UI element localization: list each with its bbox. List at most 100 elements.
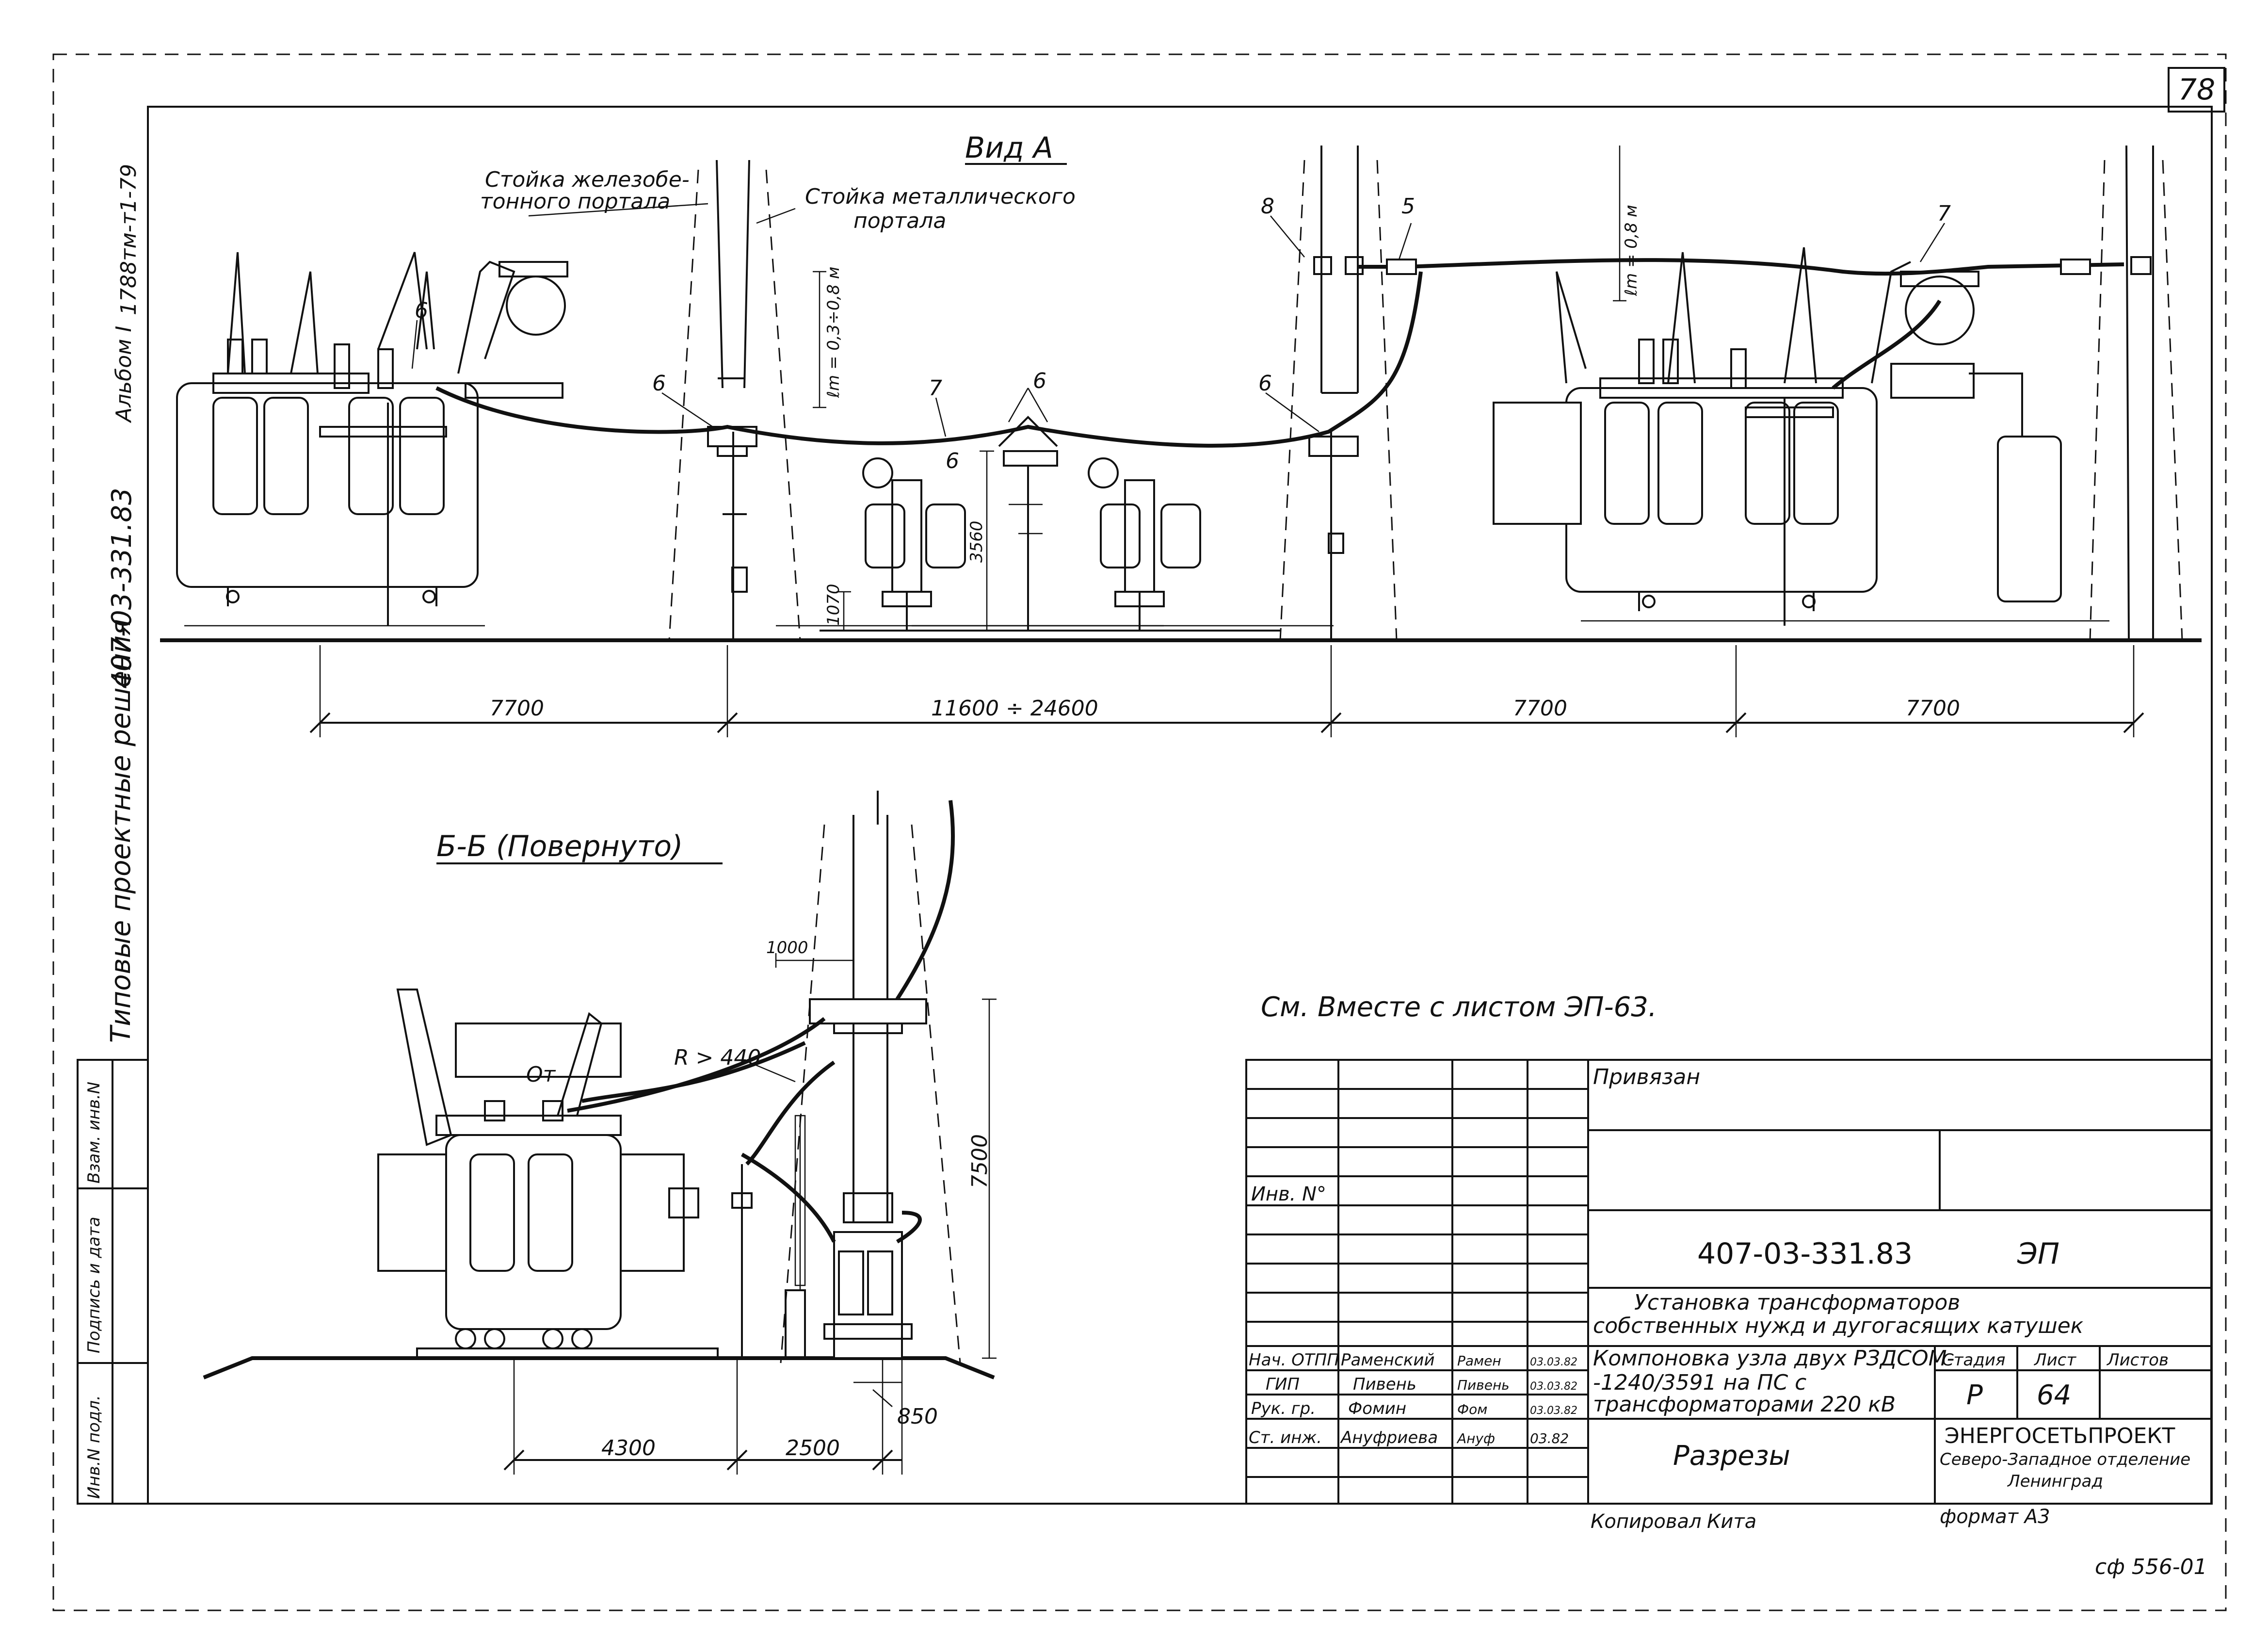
cable-bb-3 xyxy=(895,800,955,1001)
dim-height-1070: 1070 xyxy=(824,584,843,626)
cable-bb-6 xyxy=(741,1152,836,1243)
callout-6-left-post: 6 xyxy=(652,371,666,396)
section-bb-drawing xyxy=(203,791,997,1475)
callout-6-coil: 6 xyxy=(946,449,959,473)
series-title: Типовые проектные решения xyxy=(105,619,137,1043)
date-2: 03.03.82 xyxy=(1530,1380,1577,1393)
sheet-frames xyxy=(52,53,2227,1611)
left-portal-post xyxy=(668,160,801,641)
name-3: Фомин xyxy=(1348,1399,1406,1418)
dim-height-3560: 3560 xyxy=(967,520,986,563)
page-number: 78 xyxy=(2178,73,2215,107)
subtitle-line-3: трансформаторами 220 кВ xyxy=(1593,1392,1896,1417)
sag-left-label: ℓm = 0,3÷0,8 м xyxy=(824,267,843,398)
right-portal-post xyxy=(2089,145,2183,641)
bushing-right xyxy=(556,1012,603,1117)
subtitle-line-1: Компоновка узла двух РЗДСОМ- xyxy=(1593,1346,1954,1371)
date-1: 03.03.82 xyxy=(1530,1356,1577,1368)
name-4: Ануфриева xyxy=(1340,1428,1438,1447)
cable-bb-1 xyxy=(567,1017,826,1113)
inv-number-label: Инв. N° xyxy=(1251,1183,1326,1205)
role-2: ГИП xyxy=(1266,1375,1300,1394)
cable-bb-5 xyxy=(896,1211,922,1244)
cable-bb-4 xyxy=(745,1060,836,1166)
name-2: Пивень xyxy=(1353,1375,1416,1394)
document-code: 407-03-331.83 xyxy=(1697,1237,1913,1271)
signature-rows: Нач. ОТПП Раменский Рамен 03.03.82 ГИП П… xyxy=(1249,1350,1577,1447)
section-bb-dim-4300: 4300 xyxy=(601,1436,656,1460)
format-label: формат А3 xyxy=(1940,1506,2050,1528)
signature-1: Рамен xyxy=(1457,1353,1501,1369)
right-transformer xyxy=(1493,247,2062,626)
role-4: Ст. инж. xyxy=(1249,1428,1322,1447)
sheets-label: Листов xyxy=(2106,1350,2169,1370)
organization-city: Ленинград xyxy=(2007,1472,2103,1491)
role-1: Нач. ОТПП xyxy=(1249,1350,1339,1370)
section-bb-ground xyxy=(203,1356,995,1379)
section-bb-dim-7500: 7500 xyxy=(967,1134,992,1188)
section-bb-title: Б-Б (Повернуто) xyxy=(436,829,683,863)
signature-4: Ануф xyxy=(1456,1430,1495,1446)
name-1: Раменский xyxy=(1341,1350,1435,1370)
section-bb-label-from: От xyxy=(526,1062,556,1087)
title-block xyxy=(1245,1059,2212,1505)
label-metal-post-line1: Стойка металлического xyxy=(805,184,1076,209)
section-bb-dim-850: 850 xyxy=(897,1404,938,1429)
stage-value: Р xyxy=(1966,1379,1983,1411)
side-stamp-signature-date: Подпись и дата xyxy=(84,1217,104,1353)
cross-reference-note: См. Вместе с листом ЭП-63. xyxy=(1261,991,1657,1023)
bushing-left xyxy=(396,989,452,1146)
page-number-box xyxy=(2168,67,2225,113)
date-3: 03.03.82 xyxy=(1530,1405,1577,1417)
cable-bb-2 xyxy=(581,1041,806,1103)
title-line-1: Установка трансформаторов xyxy=(1634,1290,1960,1315)
sag-right-label: ℓm = 0,8 м xyxy=(1622,205,1641,296)
callout-8: 8 xyxy=(1261,194,1274,219)
attached-label: Привязан xyxy=(1593,1065,1700,1089)
view-a-drawing xyxy=(160,145,2202,737)
view-a-cable-drop xyxy=(1832,299,1942,390)
album-label: Альбом I xyxy=(112,326,136,423)
section-bb-dim-1000: 1000 xyxy=(766,938,808,957)
dim-11600-24600: 11600 ÷ 24600 xyxy=(931,696,1098,721)
callout-5: 5 xyxy=(1401,194,1415,219)
organization-branch: Северо-Западное отделение xyxy=(1940,1450,2190,1469)
dim-7700-left: 7700 xyxy=(490,696,544,721)
view-a-title: Вид А xyxy=(965,131,1053,165)
sheet-number: 64 xyxy=(2037,1379,2071,1411)
sheet-title: Разрезы xyxy=(1673,1440,1790,1472)
copied-by-label: Копировал xyxy=(1591,1510,1702,1533)
callout-7-cable: 7 xyxy=(929,376,942,401)
side-stamp-inv-original: Инв.N подл. xyxy=(84,1395,104,1499)
dim-7700-mid: 7700 xyxy=(1513,696,1567,721)
view-a-dimensions xyxy=(309,645,2144,737)
top-left-code: 1788тм-т1-79 xyxy=(116,164,141,315)
archive-code: сф 556-01 xyxy=(2095,1555,2207,1579)
view-a-cable-right xyxy=(1358,258,2124,276)
arc-suppression-coils xyxy=(820,416,1280,632)
callout-6-left-transformer: 6 xyxy=(415,298,428,323)
sheet-label: Лист xyxy=(2033,1350,2076,1370)
label-rc-post-line1: Стойка железобе- xyxy=(485,167,690,192)
signature-3: Фом xyxy=(1457,1401,1487,1417)
callout-6-tent: 6 xyxy=(1033,369,1046,393)
title-line-2: собственных нужд и дугогасящих катушек xyxy=(1593,1314,2084,1338)
callout-7-right: 7 xyxy=(1937,201,1951,226)
section-bb-dim-2500: 2500 xyxy=(786,1436,840,1460)
inner-frame xyxy=(147,106,2213,1505)
document-mark: ЭП xyxy=(2017,1237,2059,1271)
organization-name: ЭНЕРГОСЕТЬПРОЕКТ xyxy=(1945,1424,2175,1448)
signature-2: Пивень xyxy=(1457,1377,1510,1393)
subtitle-line-2: -1240/3591 на ПС с xyxy=(1593,1370,1806,1395)
role-3: Рук. гр. xyxy=(1251,1399,1316,1418)
label-rc-post-line2: тонного портала xyxy=(480,189,670,214)
side-designation: 407-03-331.83 xyxy=(106,487,138,689)
date-4: 03.82 xyxy=(1530,1430,1569,1446)
label-metal-post-line2: портала xyxy=(853,209,946,233)
callout-6-middle-post: 6 xyxy=(1258,371,1272,396)
dim-7700-right: 7700 xyxy=(1906,696,1960,721)
stage-label: Стадия xyxy=(1942,1350,2005,1370)
view-a-cable-left xyxy=(435,271,1423,448)
outer-cut-line xyxy=(52,53,2227,1611)
